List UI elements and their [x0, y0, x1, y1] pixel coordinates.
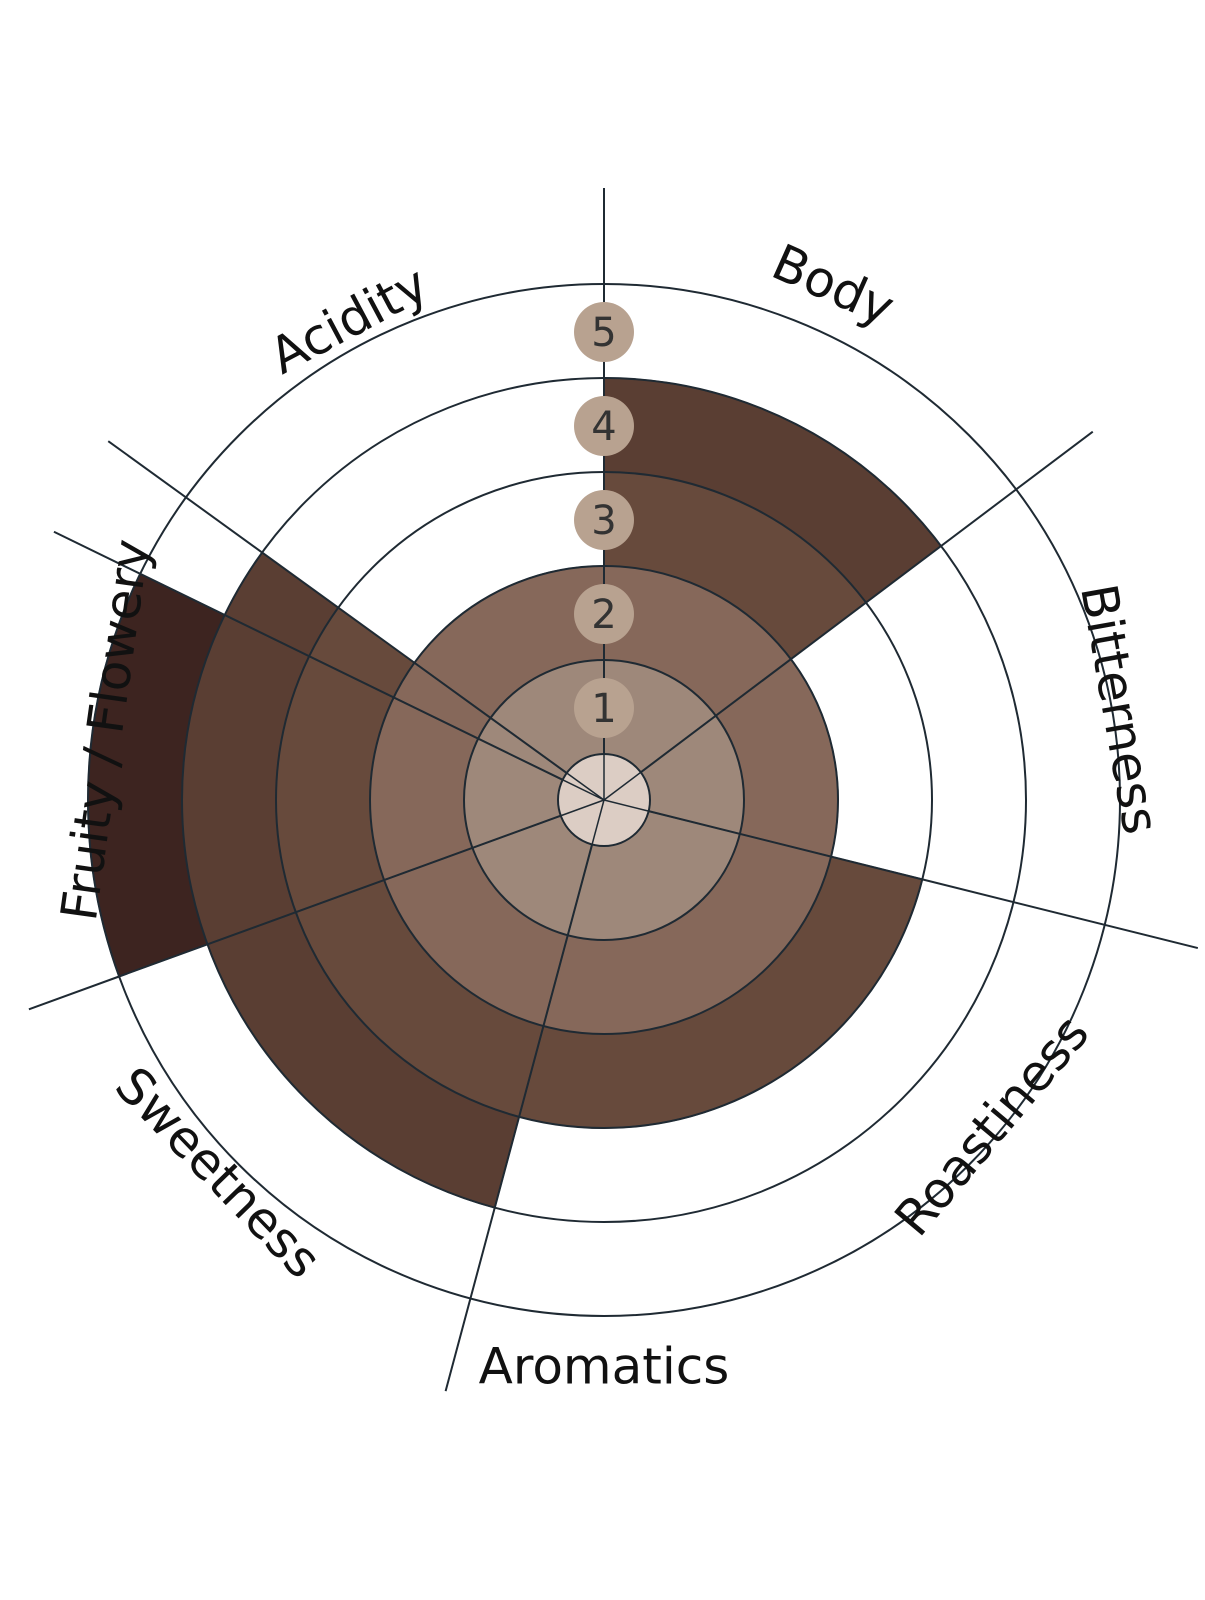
divider-line-4 [444, 844, 594, 1392]
category-label-body: Body [764, 233, 903, 337]
divider-line-6 [53, 530, 564, 781]
divider-line-5 [28, 814, 562, 1011]
segment-body-level-3 [604, 472, 866, 660]
segment-bitterness-level-1 [640, 715, 744, 834]
segment-body-level-4 [604, 378, 942, 603]
scale-tick-label-2: 2 [591, 592, 616, 638]
category-label-bitterness: Bitterness [1069, 580, 1170, 839]
segment-sweetness-level-4 [182, 615, 310, 945]
scale-tick-labels: 1 2 3 4 5 [574, 302, 634, 738]
scale-tick-label-3: 3 [591, 498, 616, 544]
segment-sweetness-level-3 [275, 656, 394, 913]
segment-fruity-flowery-level-1 [478, 717, 567, 780]
segment-acidity-level-1 [490, 660, 604, 774]
scale-tick-badge-3 [574, 490, 634, 550]
segment-aromatics-level-1 [472, 815, 593, 936]
segment-aromatics-level-3 [295, 880, 544, 1117]
divider-line-2 [640, 430, 1094, 774]
segment-fruity-flowery-level-4 [224, 552, 339, 657]
divider-line-7 [107, 440, 568, 774]
scale-tick-label-1: 1 [591, 686, 616, 732]
flavor-segments [87, 377, 942, 1209]
category-label-acidity: Acidity [260, 255, 437, 386]
scale-tick-badge-4 [574, 396, 634, 456]
segment-sweetness-level-1 [464, 738, 563, 848]
hub-divider-4 [591, 799, 605, 845]
hub-divider-3 [603, 799, 649, 812]
category-divider-lines [28, 188, 1199, 1392]
scale-tick-badge-5 [574, 302, 634, 362]
scale-tick-label-5: 5 [591, 310, 616, 356]
segment-body-level-2 [604, 566, 791, 716]
segment-sweetness-level-5 [87, 573, 225, 977]
segment-sweetness-level-2 [370, 697, 479, 881]
segment-bitterness-level-2 [715, 659, 838, 857]
segment-aromatics-level-4 [207, 912, 520, 1208]
scale-tick-badge-1 [574, 678, 634, 738]
hub-divider-6 [562, 779, 605, 801]
segment-roastiness-level-2 [543, 833, 832, 1034]
segment-aromatics-level-2 [384, 847, 568, 1027]
segment-acidity-level-2 [414, 566, 604, 718]
segment-fruity-flowery-level-2 [393, 662, 491, 739]
scale-tick-badge-2 [574, 584, 634, 644]
center-hub [557, 753, 651, 847]
segment-fruity-flowery-level-3 [309, 607, 415, 698]
hub-divider-5 [560, 799, 605, 817]
hub-divider-2 [603, 771, 642, 801]
segment-roastiness-level-3 [519, 856, 923, 1128]
scale-tick-label-4: 4 [591, 404, 616, 450]
segment-roastiness-level-1 [567, 811, 740, 940]
divider-line-3 [648, 810, 1199, 950]
hub-divider-7 [566, 772, 605, 801]
category-label-aromatics: Aromatics [479, 1338, 730, 1396]
category-label-roastiness: Roastiness [884, 1004, 1101, 1246]
